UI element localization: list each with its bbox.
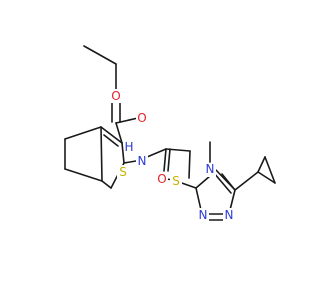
atom-labels: O O S N H O S N N N — [110, 89, 235, 222]
bond-lines — [64, 45, 276, 221]
nitrogen-ring-lower-right-label: N — [225, 208, 234, 222]
oxygen-carbonyl-ester-label: O — [137, 111, 146, 125]
sulfur-thiophene-label: S — [119, 165, 127, 179]
nitrogen-methyl-ring-label: N — [206, 162, 215, 176]
nitrogen-amide-label: N — [138, 154, 147, 168]
hydrogen-amide-label: H — [124, 140, 133, 154]
nitrogen-ring-lower-left-label: N — [199, 208, 208, 222]
molecule-structure-diagram: O O S N H O S N N N — [64, 45, 276, 222]
sulfur-thioether-label: S — [172, 174, 180, 188]
oxygen-amide-label: O — [157, 172, 166, 186]
oxygen-methoxy-label: O — [111, 89, 120, 103]
